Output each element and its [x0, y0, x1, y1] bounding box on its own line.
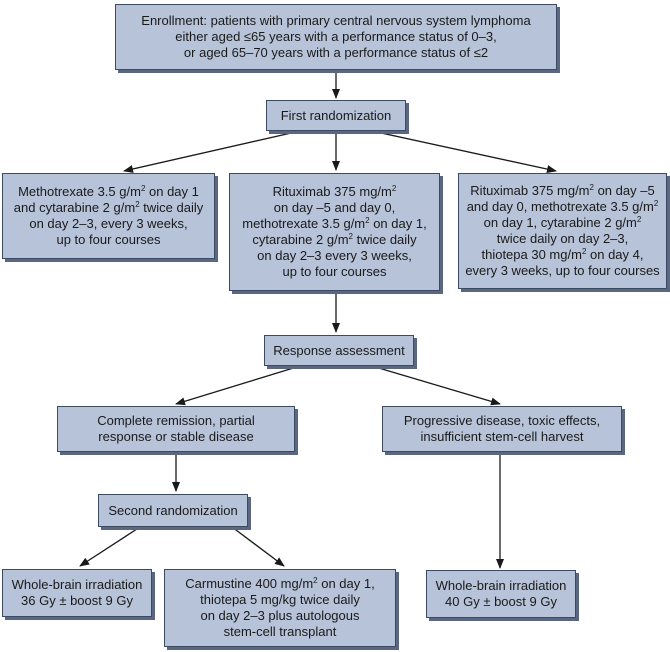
- box-text-line: Rituximab 375 mg/m2: [272, 184, 397, 199]
- box-text-line: thiotepa 5 mg/kg twice daily: [200, 592, 360, 607]
- box-text-line: on day 2–3 plus autologous: [200, 608, 360, 623]
- box-text-line: First randomization: [280, 107, 392, 123]
- arrow-response-to-complete-remission: [175, 365, 301, 406]
- arrow-response-to-progressive-disease: [371, 365, 501, 406]
- box-text-line: on day 2–3, every 3 weeks,: [29, 216, 188, 231]
- second-randomization-box: Second randomization: [98, 494, 248, 527]
- box-text-line: methotrexate 3.5 g/m2 on day 1,: [242, 216, 427, 231]
- box-text-line: insufficient stem-cell harvest: [420, 429, 584, 444]
- box-text-line: on day 2–3 every 3 weeks,: [257, 248, 412, 263]
- arrow-first-randomization-to-arm-c: [371, 130, 557, 173]
- box-text-line: and cytarabine 2 g/m2 twice daily: [13, 200, 204, 215]
- box-text-line: or aged 65–70 years with a performance s…: [183, 45, 489, 60]
- box-text-line: twice daily on day 2–3,: [496, 231, 629, 246]
- box-text-line: Methotrexate 3.5 g/m2 on day 1: [18, 184, 199, 199]
- box-text-line: Whole-brain irradiation: [11, 577, 143, 592]
- box-text-line: up to four courses: [282, 264, 387, 279]
- box-text-line: and day 0, methotrexate 3.5 g/m2: [466, 199, 659, 214]
- box-text-line: Progressive disease, toxic effects,: [403, 413, 601, 428]
- box-text-line: Whole-brain irradiation: [435, 578, 567, 593]
- box-text-line: thiotepa 30 mg/m2 on day 4,: [481, 247, 644, 262]
- box-text-line: Complete remission, partial: [97, 413, 255, 428]
- enrollment-box: Enrollment: patients with primary centra…: [115, 4, 557, 70]
- box-text-line: 36 Gy ± boost 9 Gy: [21, 593, 133, 608]
- carmustine-text: Carmustine 400 mg/m2 on day 1,thiotepa 5…: [185, 576, 374, 640]
- arrow-second-randomization-to-carmustine: [231, 526, 285, 567]
- box-text-line: stem-cell transplant: [223, 624, 337, 639]
- arrow-first-randomization-to-arm-a: [123, 130, 301, 173]
- response-assessment-box: Response assessment: [264, 335, 414, 366]
- response-assessment-text: Response assessment: [273, 343, 405, 359]
- box-text-line: on day 1, cytarabine 2 g/m2: [483, 215, 642, 230]
- box-text-line: Carmustine 400 mg/m2 on day 1,: [185, 576, 375, 591]
- carmustine-box: Carmustine 400 mg/m2 on day 1,thiotepa 5…: [164, 569, 396, 647]
- box-text-line: Enrollment: patients with primary centra…: [141, 13, 531, 28]
- box-text-line: 40 Gy ± boost 9 Gy: [445, 594, 557, 609]
- second-randomization-text: Second randomization: [108, 503, 237, 519]
- box-text-line: Rituximab 375 mg/m2 on day –5: [470, 183, 655, 198]
- box-text-line: Response assessment: [273, 342, 405, 358]
- arrow-second-randomization-to-wbi-36: [79, 526, 141, 567]
- box-text-line: cytarabine 2 g/m2 twice daily: [252, 232, 417, 247]
- first-randomization-box: First randomization: [266, 100, 406, 131]
- box-text-line: response or stable disease: [98, 429, 254, 444]
- box-text-line: on day –5 and day 0,: [273, 200, 396, 215]
- first-randomization-text: First randomization: [281, 108, 392, 124]
- progressive-disease-box: Progressive disease, toxic effects,insuf…: [382, 406, 622, 452]
- enrollment-text: Enrollment: patients with primary centra…: [141, 13, 530, 61]
- box-text-line: either aged ≤65 years with a performance…: [175, 29, 497, 44]
- box-text-line: Second randomization: [108, 502, 238, 518]
- progressive-disease-text: Progressive disease, toxic effects,insuf…: [404, 413, 600, 445]
- box-text-line: every 3 weeks, up to four courses: [465, 263, 660, 278]
- box-text-line: up to four courses: [56, 232, 161, 247]
